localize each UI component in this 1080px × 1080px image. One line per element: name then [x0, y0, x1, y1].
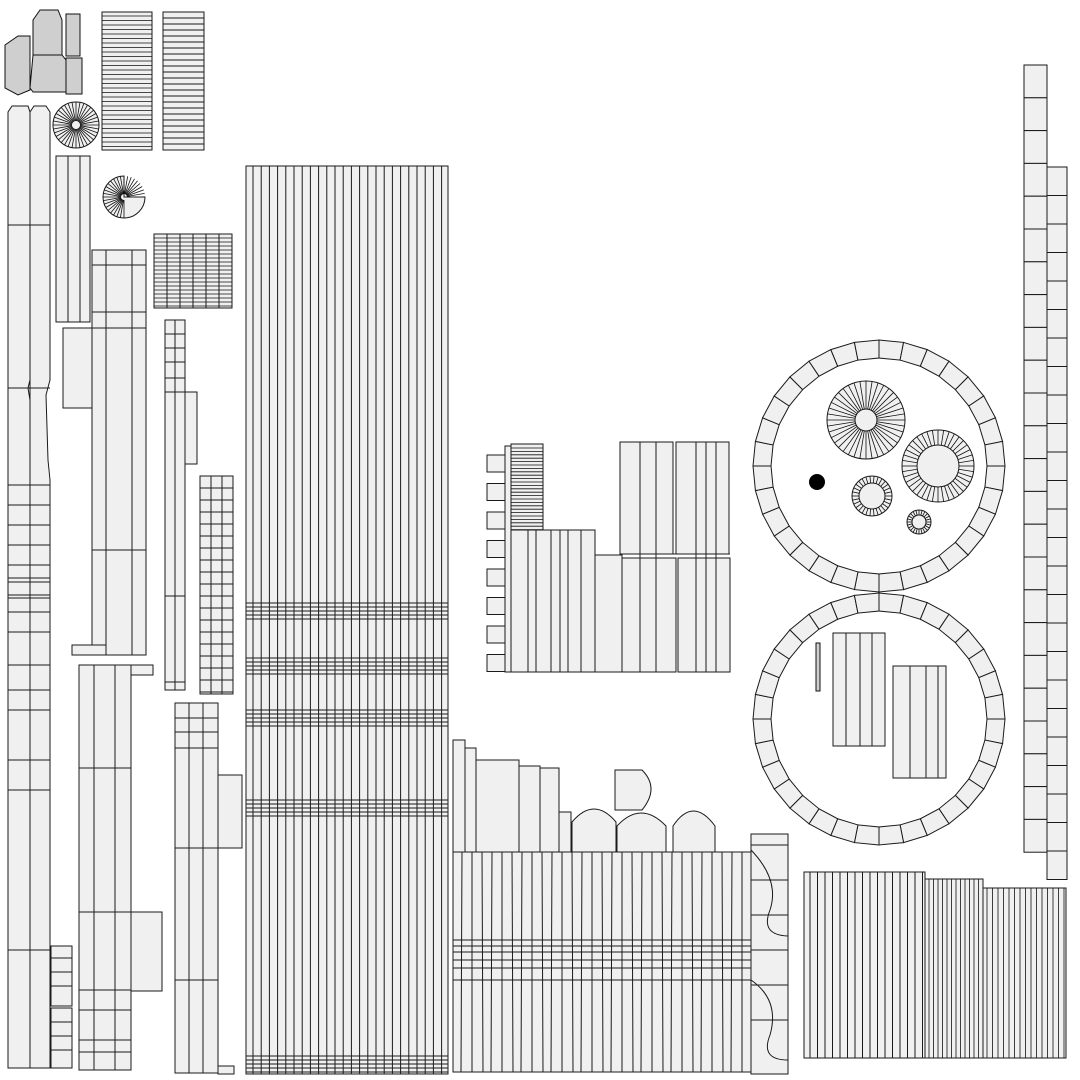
uv-island-main-body — [245, 165, 449, 1075]
uv-island-gear-large — [826, 380, 906, 460]
uv-island-lower-ring-plates — [815, 632, 947, 779]
uv-island-gear-medium — [901, 429, 975, 503]
uv-island-ring-upper — [752, 339, 1006, 593]
uv-island-narrow-strip — [55, 155, 91, 323]
uv-island-thin-column — [164, 319, 198, 691]
uv-island-grid-small — [153, 233, 233, 309]
uv-island-disc-partial — [102, 175, 146, 219]
uv-island-gear-small — [851, 475, 893, 517]
uv-island-column-c — [78, 664, 163, 1071]
uv-island-marker-dot — [809, 474, 825, 490]
uv-island-ring-lower — [752, 592, 1006, 846]
uv-island-mid-cluster — [486, 441, 731, 673]
uv-island-bottom-cluster — [452, 739, 789, 1075]
uv-island-column-d — [174, 702, 243, 1075]
uv-island-left-column — [7, 105, 51, 1069]
uv-island-small-cubes — [50, 945, 73, 1069]
uv-island-gear-tiny — [906, 509, 932, 535]
uv-island-cap-cluster — [4, 9, 83, 96]
uv-island-stripe-block-a — [101, 11, 153, 151]
uv-island-grid-column — [199, 475, 234, 695]
uv-island-disc-large — [52, 101, 100, 149]
uv-island-column-b — [71, 249, 147, 656]
uv-island-plate-a — [62, 327, 94, 409]
uv-island-right-columns — [1023, 64, 1068, 880]
uv-island-stripe-block-b — [162, 11, 205, 151]
uv-island-bottom-right-stripes — [803, 871, 1067, 1059]
